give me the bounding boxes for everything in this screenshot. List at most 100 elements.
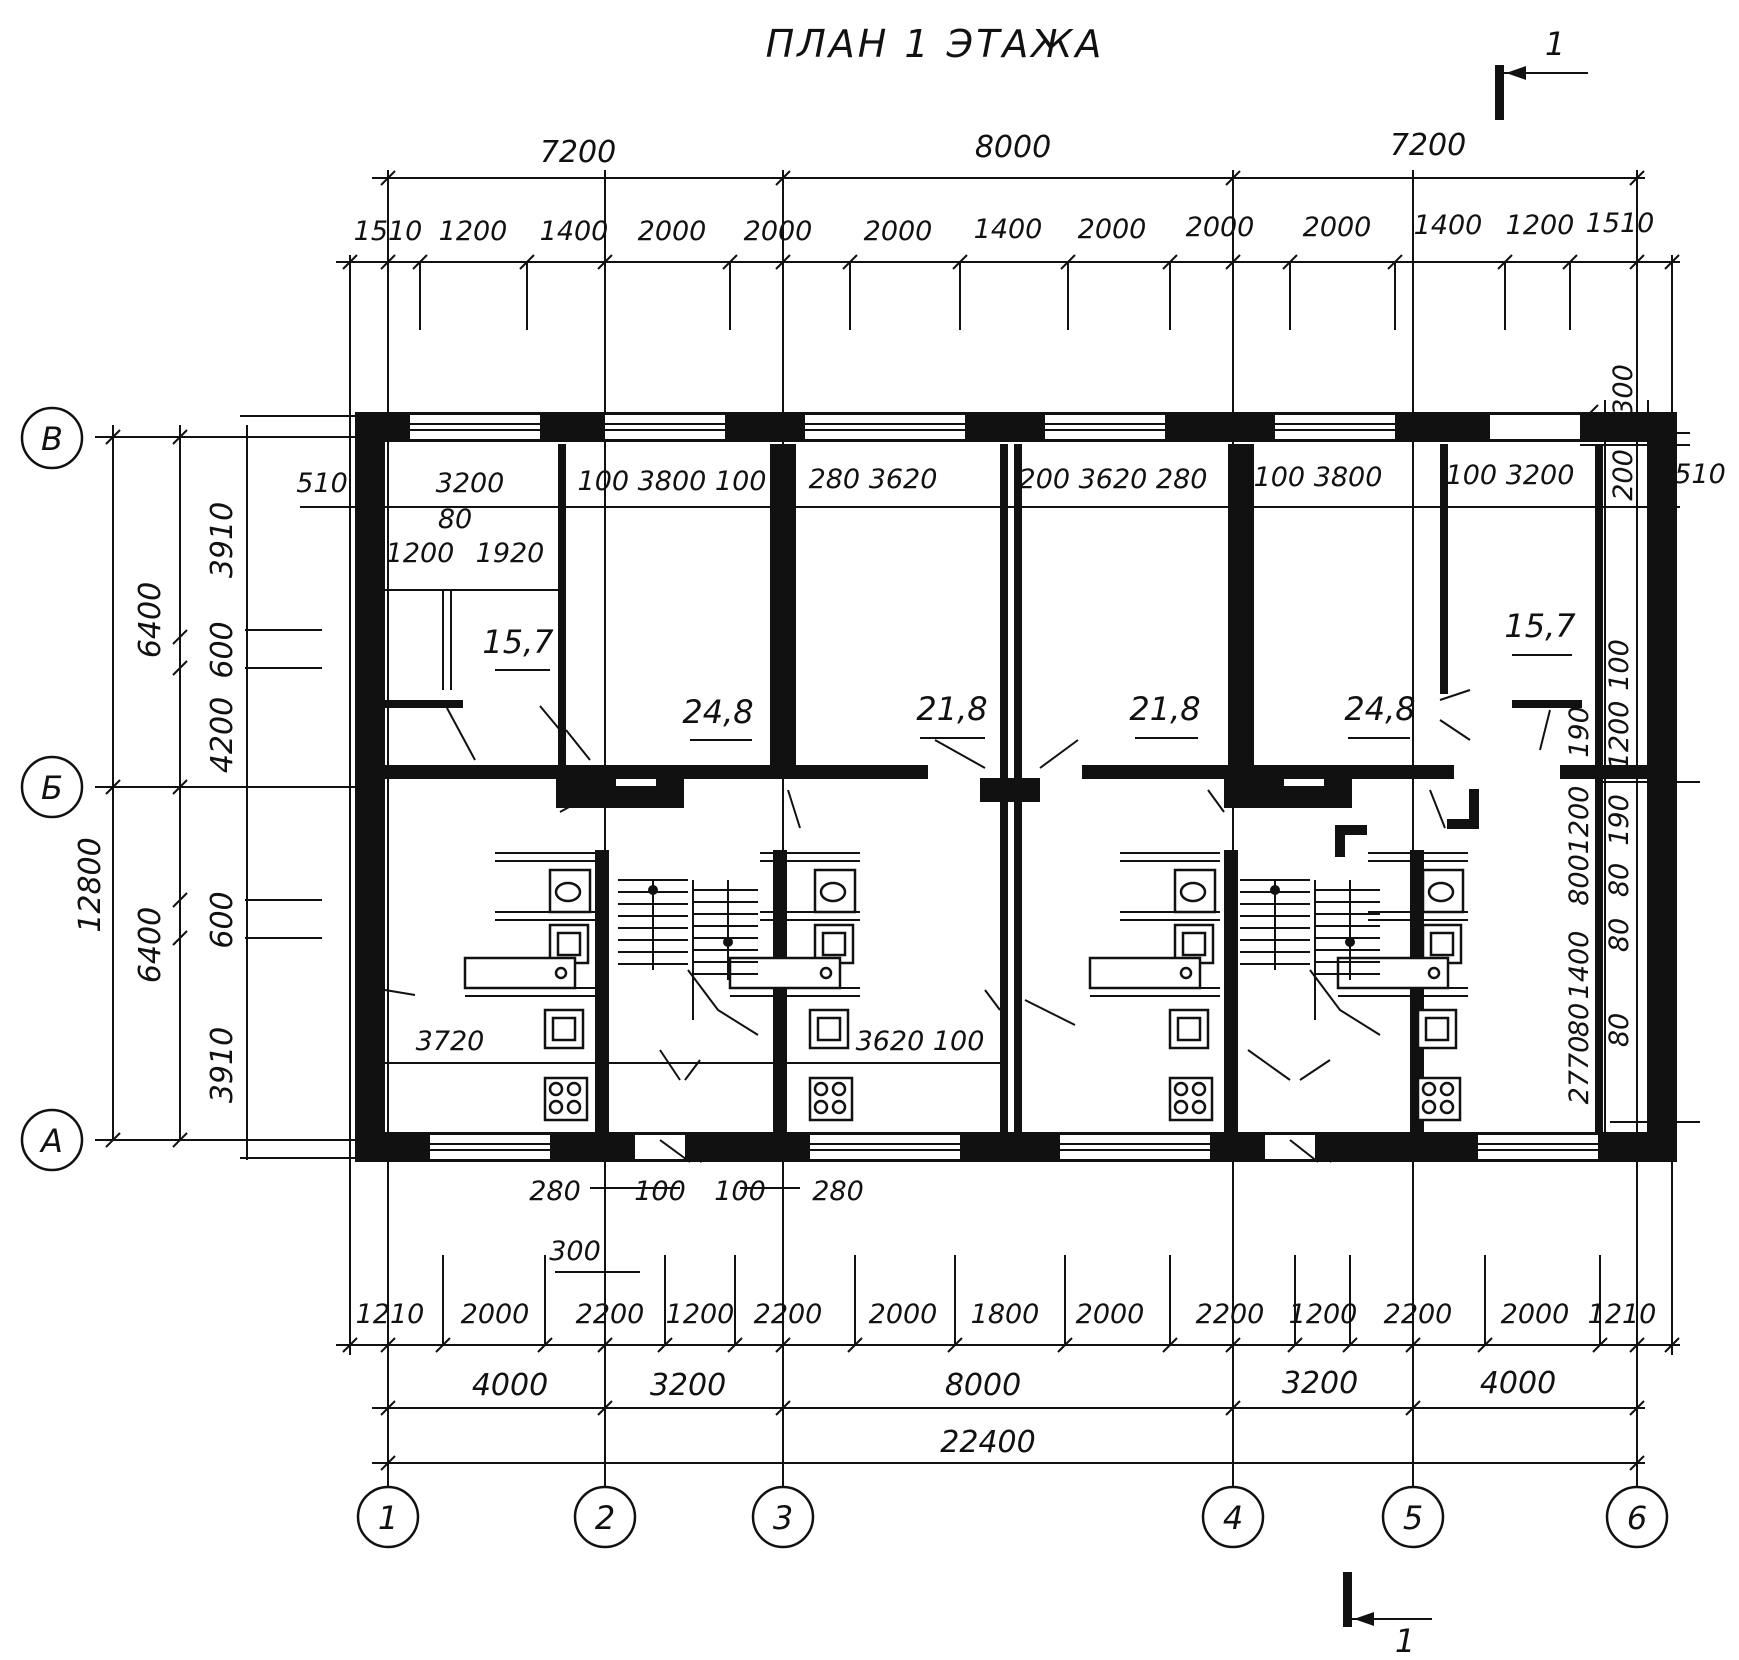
- svg-text:4: 4: [1223, 1499, 1243, 1537]
- axis-bubble-2: 2: [573, 1485, 637, 1549]
- svg-text:7200: 7200: [540, 135, 616, 170]
- svg-text:4000: 4000: [472, 1368, 548, 1403]
- svg-text:300: 300: [549, 1236, 601, 1267]
- sink-icon: [543, 1008, 585, 1050]
- svg-text:2000: 2000: [461, 1299, 530, 1330]
- svg-text:8000: 8000: [945, 1368, 1021, 1403]
- bathtub-icon: [1088, 956, 1202, 990]
- svg-text:2200: 2200: [754, 1299, 823, 1330]
- svg-text:2000: 2000: [1078, 214, 1147, 245]
- svg-text:2200: 2200: [576, 1299, 645, 1330]
- svg-text:2000: 2000: [869, 1299, 938, 1330]
- building-walls: [355, 412, 1677, 1162]
- room-area-4: 21,8: [1129, 690, 1200, 728]
- svg-text:2000: 2000: [1076, 1299, 1145, 1330]
- svg-text:2: 2: [595, 1499, 615, 1537]
- svg-text:3910: 3910: [205, 1027, 240, 1103]
- svg-text:2000: 2000: [1186, 212, 1255, 243]
- sink-icon: [1168, 1008, 1210, 1050]
- sink-icon: [808, 1008, 850, 1050]
- svg-text:1200: 1200: [386, 538, 455, 569]
- svg-text:1510: 1510: [1586, 208, 1655, 239]
- svg-text:200 3620 280: 200 3620 280: [1019, 464, 1208, 495]
- svg-text:В: В: [41, 420, 63, 458]
- plan-title: ПЛАН 1 ЭТАЖА: [766, 22, 1105, 66]
- axis-bubble-6: 6: [1605, 1485, 1669, 1549]
- svg-text:80: 80: [1564, 1003, 1595, 1037]
- svg-text:1200: 1200: [666, 1299, 735, 1330]
- dimension-tick: [172, 930, 188, 946]
- room-area-1: 15,7: [482, 623, 554, 661]
- svg-text:100: 100: [714, 1176, 766, 1207]
- stair-flight: [1240, 879, 1381, 1036]
- svg-text:1510: 1510: [354, 216, 423, 247]
- axis-bubble-1: 1: [356, 1485, 420, 1549]
- svg-text:1210: 1210: [1588, 1299, 1657, 1330]
- svg-text:100: 100: [1604, 639, 1635, 691]
- svg-text:3720: 3720: [416, 1026, 485, 1057]
- room-area-3: 21,8: [916, 690, 987, 728]
- axis-grid-lines: [387, 170, 1638, 1487]
- svg-text:2000: 2000: [638, 216, 707, 247]
- svg-text:100 3800: 100 3800: [1254, 462, 1383, 493]
- sink-icon: [548, 923, 590, 965]
- svg-text:1200: 1200: [1506, 210, 1575, 241]
- bottom-small-dimensions: 280 100 100 280 300: [529, 1176, 864, 1273]
- svg-text:80: 80: [1604, 1013, 1635, 1047]
- svg-text:1920: 1920: [476, 538, 545, 569]
- svg-text:5: 5: [1403, 1499, 1423, 1537]
- svg-text:3620 100: 3620 100: [856, 1026, 985, 1057]
- svg-text:80: 80: [438, 504, 472, 535]
- svg-text:3200: 3200: [650, 1368, 726, 1403]
- dimension-tick: [172, 660, 188, 676]
- bottom-axis-dimensions: 4000 3200 8000 3200 4000 22400: [472, 1366, 1556, 1460]
- dimension-tick: [172, 629, 188, 645]
- stove-icon: [808, 1076, 854, 1122]
- right-dimensions: 300 200 100 190 1200 1200 190 800 80 80 …: [1564, 364, 1700, 1132]
- svg-text:1400: 1400: [1564, 931, 1595, 1000]
- toilet-icon: [548, 868, 592, 914]
- dimension-lines: [112, 177, 1680, 1464]
- sink-icon: [1421, 923, 1463, 965]
- svg-text:1800: 1800: [971, 1299, 1040, 1330]
- svg-text:100 3200: 100 3200: [1446, 460, 1575, 491]
- stair-flight: [618, 879, 759, 1036]
- svg-text:1200: 1200: [1564, 786, 1595, 855]
- section-mark-top: 1: [1495, 25, 1588, 120]
- svg-text:2000: 2000: [1303, 212, 1372, 243]
- axis-bubble-a: А: [20, 1108, 84, 1172]
- svg-text:2200: 2200: [1384, 1299, 1453, 1330]
- interior-dimensions: 510 3200 100 3800 100 280 3620 200 3620 …: [296, 459, 1726, 1057]
- svg-text:280: 280: [529, 1176, 581, 1207]
- svg-text:4200: 4200: [205, 697, 240, 773]
- sanitary-fixtures: [463, 852, 1468, 1122]
- svg-text:1210: 1210: [356, 1299, 425, 1330]
- svg-text:1: 1: [1395, 1622, 1415, 1660]
- svg-text:6400: 6400: [133, 582, 168, 658]
- room-area-6: 15,7: [1504, 607, 1576, 645]
- stove-icon: [543, 1076, 589, 1122]
- svg-text:6400: 6400: [133, 907, 168, 983]
- top-overall-dimensions: 7200 8000 7200: [540, 128, 1466, 170]
- sink-icon: [1173, 923, 1215, 965]
- svg-text:2000: 2000: [1501, 1299, 1570, 1330]
- svg-text:1200: 1200: [1604, 701, 1635, 770]
- svg-text:280: 280: [812, 1176, 864, 1207]
- axis-bubble-v: В: [20, 406, 84, 470]
- svg-text:510: 510: [1674, 459, 1726, 490]
- svg-text:1: 1: [378, 1499, 398, 1537]
- bottom-detail-dimensions: 1210 2000 2200 1200 2200 2000 1800 2000 …: [356, 1299, 1657, 1330]
- toilet-icon: [1421, 868, 1465, 914]
- bathtub-icon: [463, 956, 577, 990]
- svg-text:2200: 2200: [1196, 1299, 1265, 1330]
- room-area-2: 24,8: [682, 693, 753, 731]
- staircases: [618, 879, 1381, 1036]
- room-area-5: 24,8: [1344, 690, 1415, 728]
- axis-bubble-b: Б: [20, 755, 84, 819]
- toilet-icon: [813, 868, 857, 914]
- svg-text:1200: 1200: [439, 216, 508, 247]
- svg-text:8000: 8000: [975, 130, 1051, 165]
- svg-text:200: 200: [1608, 449, 1639, 501]
- bathtub-icon: [1336, 956, 1450, 990]
